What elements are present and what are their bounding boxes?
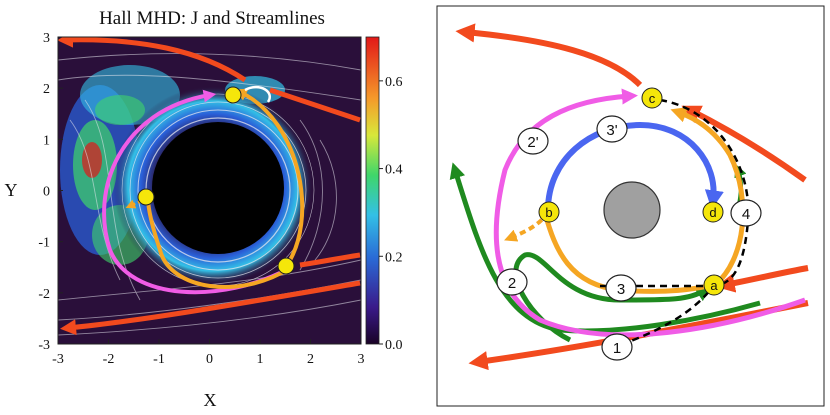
- flow-arrow-top-right: [269, 87, 361, 123]
- current-density-map: [58, 37, 361, 344]
- marker-a: a: [703, 274, 725, 296]
- x-axis-label: X: [204, 390, 217, 410]
- step-3-label: 3: [617, 281, 625, 298]
- marker-b: b: [538, 201, 560, 223]
- step-2-prime: 2': [517, 127, 549, 155]
- marker-d-label: d: [709, 205, 716, 220]
- step-1: 1: [601, 333, 633, 361]
- marker-left: [137, 188, 155, 206]
- schematic-flow-top-right: [681, 105, 807, 183]
- x-tick-label: -2: [103, 352, 115, 367]
- schematic-blue-path: [545, 121, 724, 211]
- marker-c-label: c: [649, 91, 656, 106]
- marker-d: d: [702, 201, 724, 223]
- x-tick-label: 0: [206, 352, 213, 367]
- step-4-label: 4: [742, 206, 750, 223]
- marker-bottom-right: [277, 257, 295, 275]
- step-2: 2: [496, 268, 528, 296]
- schematic-obstacle: [603, 181, 661, 239]
- colorbar-tick-label: 0.4: [385, 163, 403, 178]
- magenta-trajectory: [102, 89, 291, 295]
- x-tick-label: -3: [52, 352, 64, 367]
- y-axis-ticks: 3 2 1 0 -1 -2 -3: [38, 31, 63, 353]
- schematic-green-path-outer: [449, 162, 761, 334]
- orange-trajectory-right: [234, 88, 305, 270]
- right-panel: c b d a 1 2 2' 3: [436, 5, 825, 407]
- marker-a-label: a: [710, 278, 718, 293]
- orange-trajectory-left: [146, 197, 292, 289]
- colorbar-ticks: 0.6 0.4 0.2 0.0: [379, 75, 403, 353]
- flow-arrow-mid-right: [299, 252, 361, 268]
- schematic-flow-mid-right: [715, 265, 809, 293]
- x-tick-label: 1: [257, 352, 264, 367]
- x-tick-label: -1: [153, 352, 165, 367]
- marker-top: [224, 86, 242, 104]
- left-panel: Hall MHD: J and Streamlines: [5, 8, 403, 410]
- y-tick-label: -3: [38, 338, 50, 353]
- step-2-prime-label: 2': [527, 134, 538, 151]
- x-axis-ticks: -3 -2 -1 0 1 2 3: [52, 339, 365, 367]
- colorbar-tick-label: 0.2: [385, 250, 403, 265]
- y-tick-label: -1: [38, 236, 50, 251]
- y-tick-label: 0: [43, 185, 50, 200]
- left-panel-title: Hall MHD: J and Streamlines: [99, 8, 325, 29]
- flow-arrow-top-left: [58, 37, 247, 83]
- white-arc: [244, 85, 271, 103]
- y-tick-label: 1: [43, 133, 50, 148]
- flow-arrow-bottom: [60, 280, 361, 336]
- x-tick-label: 3: [358, 352, 365, 367]
- obstacle-disk: [152, 122, 284, 254]
- marker-c: c: [641, 87, 663, 109]
- y-tick-label: 2: [43, 82, 50, 97]
- y-tick-label: -2: [38, 287, 50, 302]
- x-tick-label: 2: [307, 352, 314, 367]
- step-4: 4: [730, 199, 762, 227]
- schematic-green-path-inner: [513, 252, 712, 343]
- step-3-prime: 3': [596, 115, 628, 143]
- schematic-flow-top-left: [455, 23, 643, 88]
- step-2-label: 2: [508, 275, 516, 292]
- step-3-prime-label: 3': [606, 122, 617, 139]
- y-tick-label: 3: [43, 31, 50, 46]
- marker-b-label: b: [545, 205, 552, 220]
- colorbar: [365, 36, 380, 345]
- colorbar-tick-label: 0.6: [385, 75, 403, 90]
- colorbar-tick-label: 0.0: [385, 338, 403, 353]
- step-3: 3: [605, 274, 637, 302]
- step-1-label: 1: [613, 340, 621, 357]
- y-axis-label: Y: [5, 180, 18, 200]
